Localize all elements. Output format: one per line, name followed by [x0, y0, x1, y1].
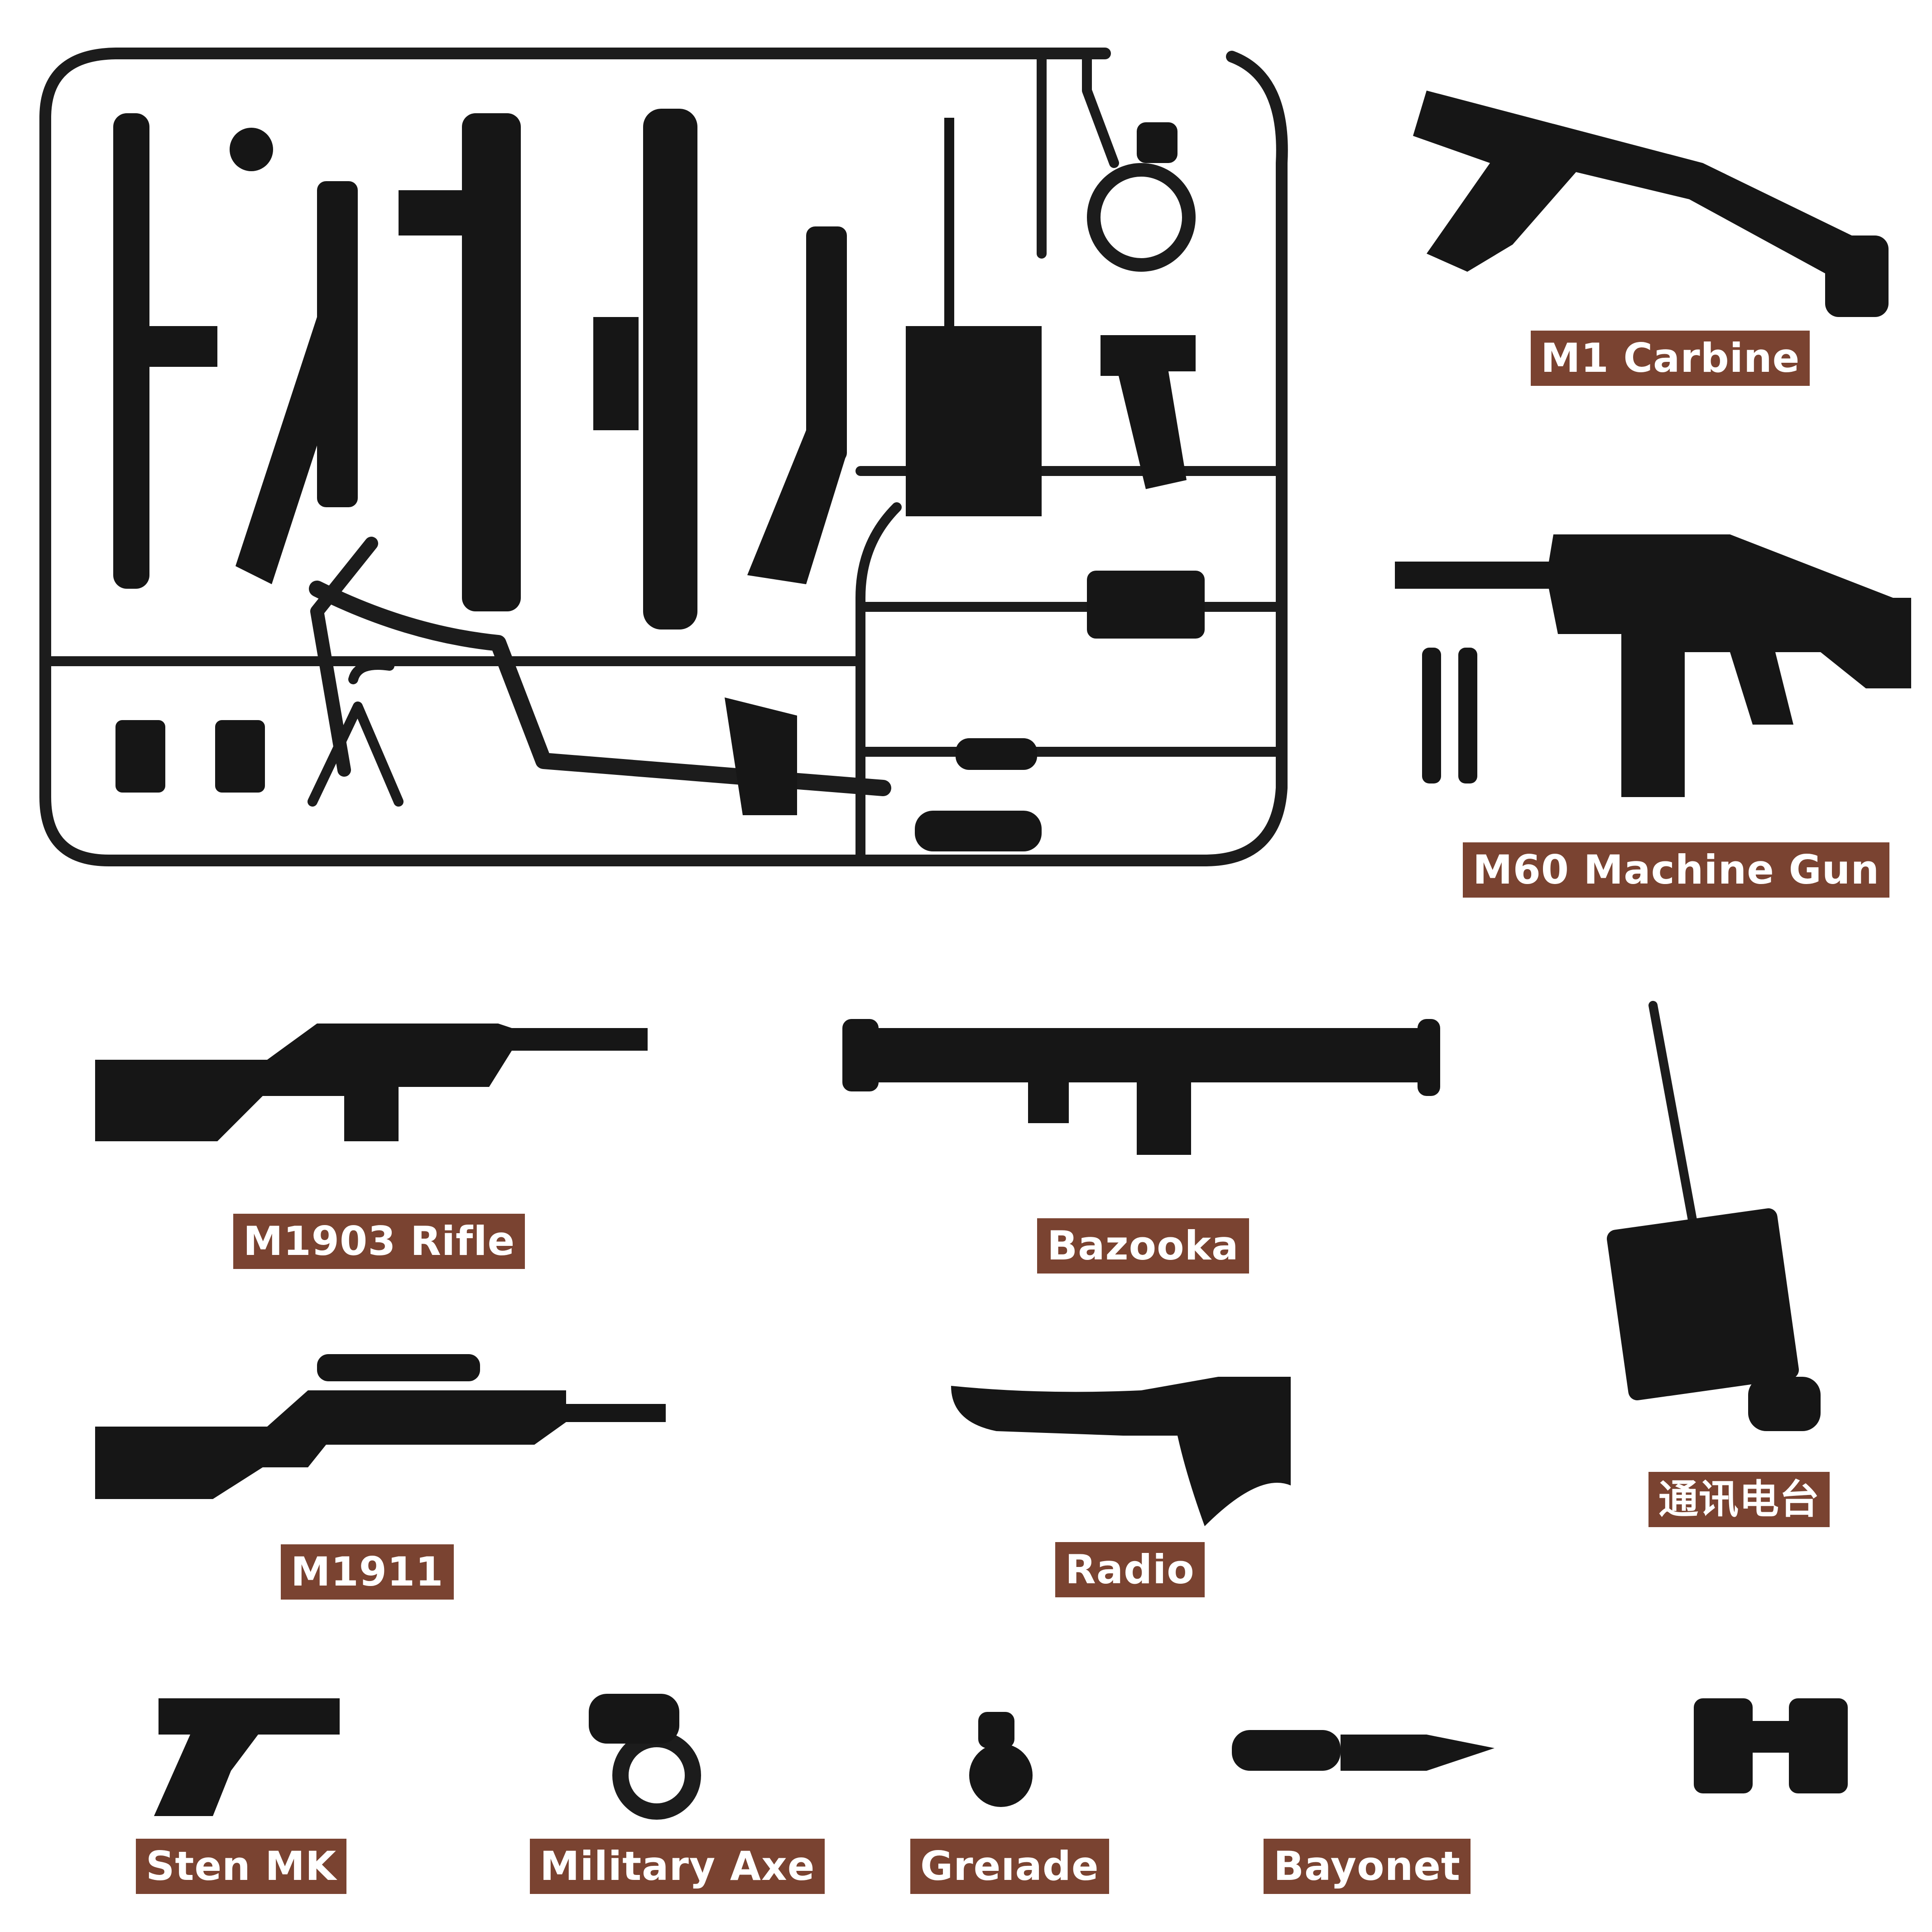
helmet-ring-icon [589, 1694, 701, 1820]
pistol-icon [154, 1698, 340, 1816]
label-bazooka: Bazooka [1037, 1218, 1249, 1274]
grenade-icon [969, 1712, 1033, 1807]
parts-sprue-icon [39, 48, 1288, 866]
axe-icon [951, 1377, 1291, 1526]
label-grenade: Greıade [910, 1839, 1109, 1894]
label-m1903-rifle: M1903 Rifle [233, 1214, 525, 1269]
label-m1-carbine: M1 Carbine [1531, 331, 1810, 386]
label-bayonet: Bayonet [1264, 1839, 1471, 1894]
label-chinese-radio: 通讯电台 [1648, 1472, 1830, 1527]
radio-with-antenna-icon [1606, 1001, 1821, 1431]
submachine-gun-icon [1413, 91, 1889, 317]
rifle-icon [95, 1024, 648, 1141]
binoculars-icon [1694, 1698, 1848, 1793]
bazooka-icon [842, 1019, 1440, 1155]
label-radio: Radio [1055, 1542, 1205, 1597]
scoped-rifle-icon [95, 1354, 666, 1499]
machine-gun-icon [1395, 534, 1911, 797]
label-military-axe: Military Axe [530, 1839, 825, 1894]
label-sten-mk: Sten MK [136, 1839, 347, 1894]
label-m60-machine-gun: M60 Machine Gun [1463, 842, 1890, 898]
label-m1911: M1911 [281, 1544, 454, 1600]
knife-icon [1232, 1730, 1495, 1771]
